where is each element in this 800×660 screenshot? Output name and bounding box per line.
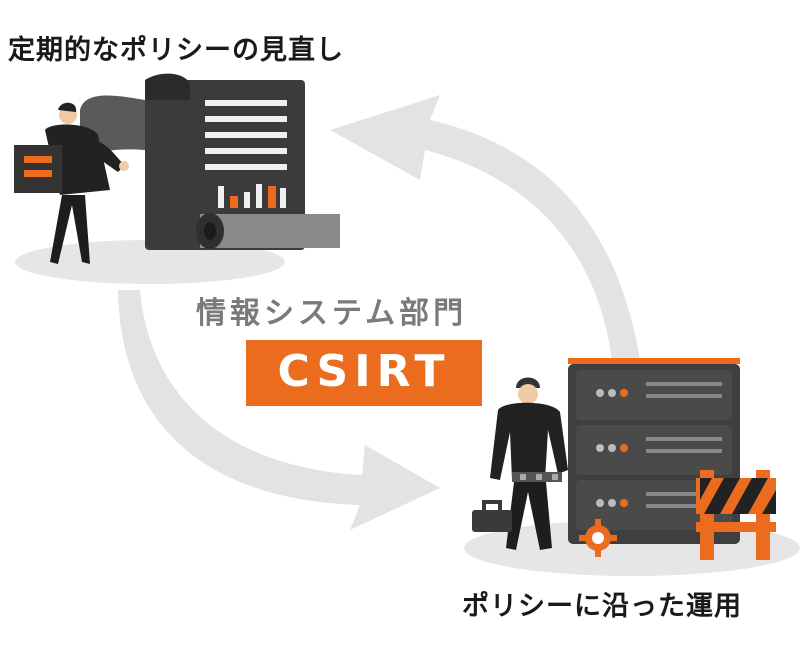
gear-icon [579, 519, 617, 557]
caption-policy-review: 定期的なポリシーの見直し [8, 35, 344, 66]
cycle-arrow-bottom [118, 290, 440, 530]
csirt-badge: CSIRT [246, 340, 482, 406]
worker-with-toolbox-icon [472, 377, 568, 550]
person-holding-binder-icon [14, 102, 129, 264]
server-rack-icon [568, 358, 740, 544]
department-label: 情報システム部門 [196, 296, 468, 331]
cycle-arrow-top [330, 95, 640, 362]
caption-policy-operation: ポリシーに沿った運用 [462, 591, 742, 622]
csirt-label: CSIRT [277, 346, 451, 397]
barricade-icon [696, 470, 776, 560]
